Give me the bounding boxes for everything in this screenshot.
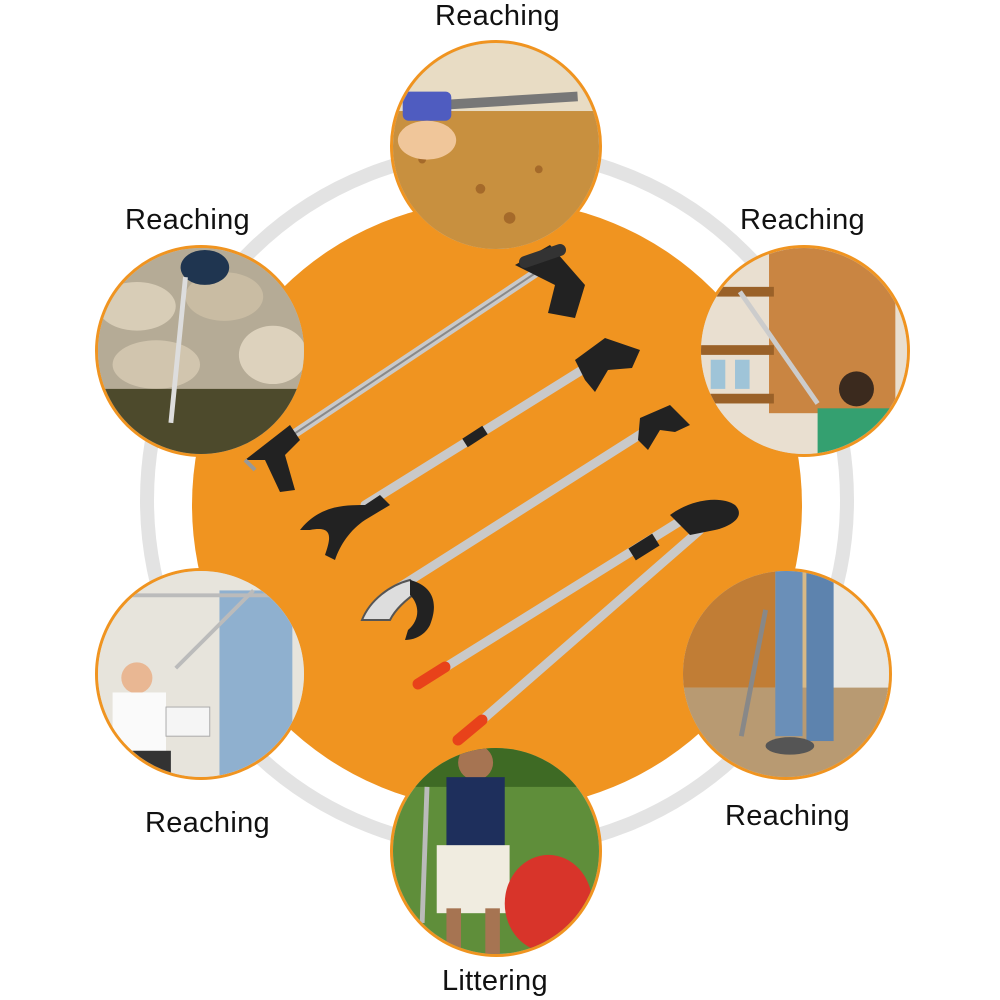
label-upper-right: Reaching	[740, 204, 865, 236]
photo-floor-reaching	[390, 40, 602, 252]
photo-littering-pickup	[390, 745, 602, 957]
reacher-tool-3	[360, 405, 690, 640]
photo-cabinet-reaching	[698, 245, 910, 457]
label-bottom: Littering	[442, 965, 548, 997]
label-top: Reaching	[435, 0, 560, 32]
photo-water-reaching	[95, 245, 307, 457]
label-lower-right: Reaching	[725, 800, 850, 832]
photo-shower-reaching	[95, 568, 307, 780]
label-lower-left: Reaching	[145, 807, 270, 839]
photo-floor-pickup	[680, 568, 892, 780]
label-upper-left: Reaching	[125, 204, 250, 236]
reacher-tool-4	[412, 499, 739, 746]
center-orange-disc	[192, 200, 802, 810]
reacher-tool-2	[300, 338, 640, 560]
reacher-tool-1	[243, 244, 585, 492]
